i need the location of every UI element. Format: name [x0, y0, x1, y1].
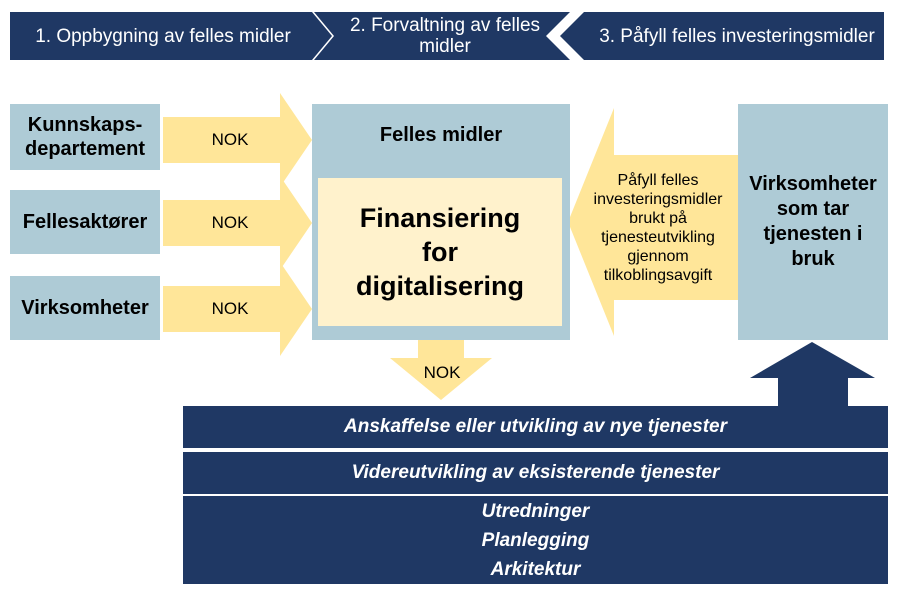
- refill-text: Påfyll felles investeringsmidler brukt p…: [593, 171, 723, 284]
- bar-utredninger-stack: Utredninger Planlegging Arkitektur: [183, 496, 888, 584]
- bar-utredninger: Utredninger: [481, 500, 590, 522]
- source-kunnskapsdepartement: Kunnskaps-departement: [10, 104, 160, 170]
- bar-arkitektur: Arkitektur: [490, 558, 581, 580]
- arrow-source-1-label: NOK: [211, 130, 249, 149]
- arrow-refill: [568, 108, 738, 336]
- finansiering-box: Finansiering for digitalisering: [318, 178, 562, 326]
- step-2-label: 2. Forvaltning av felles midler: [349, 15, 541, 57]
- source-fellesaktorer: Fellesaktører: [10, 190, 160, 254]
- bar-planlegging: Planlegging: [481, 529, 590, 551]
- arrow-source-1: [163, 93, 312, 187]
- bar-videreutvikling: Videreutvikling av eksisterende tjeneste…: [183, 452, 888, 494]
- arrow-source-3: [163, 262, 312, 356]
- source-virksomheter: Virksomheter: [10, 276, 160, 340]
- arrow-down-label: NOK: [423, 363, 461, 382]
- arrow-source-2: [163, 176, 312, 270]
- step-3-chevron: [560, 12, 884, 60]
- step-1-chevron: [10, 12, 332, 60]
- step-2-chevron: [314, 12, 570, 60]
- virksomheter-bruk-box: Virksomheter som tar tjenesten i bruk: [738, 104, 888, 340]
- arrow-down: [390, 340, 492, 400]
- step-3-label: 3. Påfyll felles investeringsmidler: [599, 25, 875, 47]
- step-1-label: 1. Oppbygning av felles midler: [35, 25, 291, 47]
- bar-anskaffelse: Anskaffelse eller utvikling av nye tjene…: [183, 406, 888, 448]
- arrow-up: [750, 342, 875, 408]
- arrow-source-3-label: NOK: [211, 299, 249, 318]
- arrow-source-2-label: NOK: [211, 213, 249, 232]
- felles-midler-title: Felles midler: [379, 123, 503, 146]
